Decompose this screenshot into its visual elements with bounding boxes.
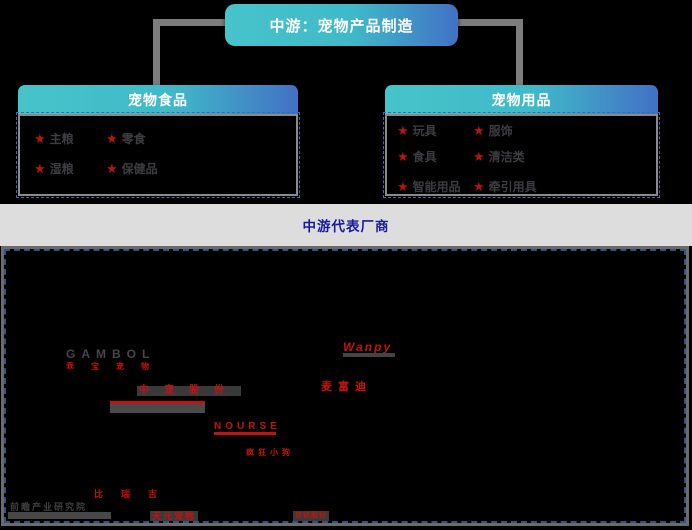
supplies-item-label: 清洁类: [488, 150, 525, 164]
food-item-label: 零食: [121, 132, 146, 146]
myfoodie-logo: 麦富迪: [321, 378, 372, 394]
star-bullet-icon: ★: [34, 161, 46, 176]
food-item: ★零食: [106, 130, 146, 147]
gambol-logo-en: GAMBOL: [66, 347, 156, 361]
yiyi-logo: 依依股份: [293, 511, 329, 521]
petpal-logo-graybar: [110, 404, 205, 413]
star-bullet-icon: ★: [473, 179, 485, 194]
star-bullet-icon: ★: [397, 179, 409, 194]
pet-supplies-header: 宠物用品: [385, 85, 658, 114]
supplies-item: ★食具: [397, 148, 437, 165]
nourse-logo-label: NOURSE: [214, 421, 281, 432]
supplies-item: ★智能用品: [397, 178, 461, 195]
tianyuan-logo-label: 天元宠物: [152, 511, 197, 521]
star-bullet-icon: ★: [106, 161, 118, 176]
connector-left-horizontal: [153, 19, 228, 26]
star-bullet-icon: ★: [397, 149, 409, 164]
supplies-item: ★清洁类: [473, 148, 525, 165]
food-item: ★湿粮: [34, 160, 74, 177]
supplies-item-label: 智能用品: [412, 180, 461, 194]
food-item-label: 湿粮: [49, 162, 74, 176]
food-item-label: 保健品: [121, 162, 158, 176]
pet-food-header: 宠物食品: [18, 85, 298, 114]
midstream-title-label: 中游：宠物产品制造: [269, 17, 414, 35]
crazydog-logo-label: 疯狂小狗: [246, 448, 294, 457]
gambol-logo-cn-label: 乖宝宠物: [66, 362, 166, 371]
star-bullet-icon: ★: [473, 149, 485, 164]
supplies-item-label: 服饰: [488, 124, 513, 138]
manufacturers-banner-label: 中游代表厂商: [302, 219, 390, 234]
supplies-item-label: 食具: [412, 150, 437, 164]
star-bullet-icon: ★: [473, 123, 485, 138]
food-item: ★保健品: [106, 160, 158, 177]
supplies-item: ★玩具: [397, 122, 437, 139]
zhongchong-logo: 中宠股份: [137, 386, 241, 396]
connector-left-vertical: [153, 19, 160, 87]
star-bullet-icon: ★: [106, 131, 118, 146]
connector-right-horizontal: [455, 19, 523, 26]
food-item: ★主粮: [34, 130, 74, 147]
zhongchong-logo-label: 中宠股份: [139, 385, 239, 396]
connector-right-vertical: [516, 19, 523, 87]
manufacturers-banner: 中游代表厂商: [0, 204, 692, 246]
tianyuan-logo: 天元宠物: [150, 511, 199, 521]
nourse-logo: NOURSE: [214, 421, 281, 432]
watermark-label: 前瞻产业研究院: [10, 502, 88, 512]
star-bullet-icon: ★: [397, 123, 409, 138]
biruiji-logo-label: 比瑞吉: [94, 489, 176, 499]
panel-dashed-border: [4, 249, 686, 523]
pet-supplies-body: ★玩具 ★服饰 ★食具 ★清洁类 ★智能用品 ★牵引用具: [383, 112, 660, 198]
wanpy-logo-label: Wanpy: [343, 340, 393, 354]
food-item-label: 主粮: [49, 132, 74, 146]
wanpy-logo: Wanpy: [343, 340, 392, 354]
star-bullet-icon: ★: [34, 131, 46, 146]
myfoodie-logo-label: 麦富迪: [321, 381, 372, 393]
crazydog-logo: 疯狂小狗: [246, 447, 294, 458]
supplies-item-label: 玩具: [412, 124, 437, 138]
nourse-logo-underline: [214, 432, 276, 435]
supplies-item: ★服饰: [473, 122, 513, 139]
yiyi-logo-label: 依依股份: [295, 512, 327, 519]
pet-food-body: ★主粮 ★零食 ★湿粮 ★保健品: [16, 112, 300, 198]
petpal-logo-redbar: [110, 401, 205, 404]
gambol-logo: GAMBOL: [66, 347, 155, 361]
manufacturers-panel: [1, 246, 689, 526]
footer-gray-bar: [8, 512, 111, 519]
supplies-item: ★牵引用具: [473, 178, 537, 195]
watermark-text: 前瞻产业研究院: [10, 500, 87, 513]
pet-supplies-header-label: 宠物用品: [491, 91, 552, 108]
wanpy-logo-underline: [343, 353, 395, 357]
gambol-logo-cn: 乖宝宠物: [66, 361, 166, 372]
midstream-title-box: 中游：宠物产品制造: [225, 4, 458, 46]
supplies-item-label: 牵引用具: [488, 180, 537, 194]
pet-food-header-label: 宠物食品: [128, 91, 188, 108]
biruiji-logo: 比瑞吉: [94, 487, 175, 500]
